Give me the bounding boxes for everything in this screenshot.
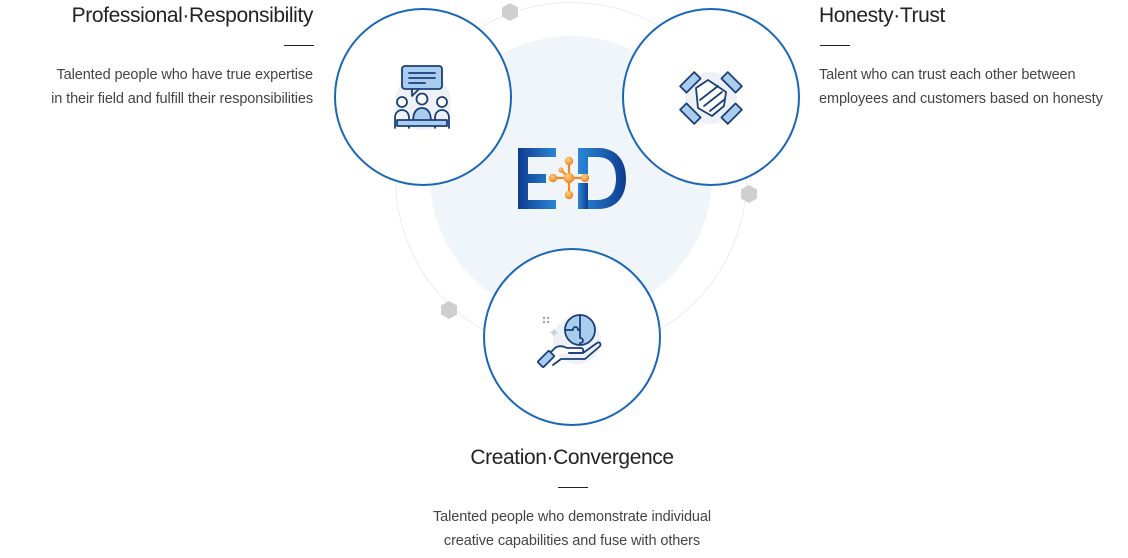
value-desc-creation: Talented people who demonstrate individu… bbox=[372, 505, 772, 553]
node-honesty-trust bbox=[622, 8, 800, 186]
hexagon-dot-icon bbox=[441, 301, 457, 319]
hexagon-dot-icon bbox=[502, 3, 518, 21]
title-underline bbox=[284, 45, 314, 46]
team-chat-icon bbox=[394, 65, 451, 130]
desc-line: Talent who can trust each other between bbox=[819, 67, 1076, 83]
handshake-icon bbox=[679, 71, 743, 125]
node-professional-responsibility bbox=[334, 8, 512, 186]
desc-line: creative capabilities and fuse with othe… bbox=[443, 533, 701, 549]
puzzle-hand-icon bbox=[537, 314, 602, 368]
value-title-professional: Professional·Responsibility bbox=[71, 4, 314, 27]
desc-line: Talented people who demonstrate individu… bbox=[433, 509, 711, 525]
title-underline bbox=[558, 487, 588, 488]
value-title-creation: Creation·Convergence bbox=[470, 446, 674, 469]
node-creation-convergence bbox=[483, 248, 661, 426]
value-desc-honesty: Talent who can trust each other between … bbox=[819, 63, 1103, 111]
value-desc-professional: Talented people who have true expertise … bbox=[51, 63, 313, 111]
hexagon-dot-icon bbox=[741, 185, 757, 203]
ed-logo-icon bbox=[518, 148, 626, 209]
desc-line: in their field and fulfill their respons… bbox=[51, 91, 313, 107]
title-underline bbox=[820, 45, 850, 46]
desc-line: Talented people who have true expertise bbox=[56, 67, 314, 83]
value-title-honesty: Honesty·Trust bbox=[819, 4, 945, 27]
desc-line: employees and customers based on honesty bbox=[819, 91, 1103, 107]
